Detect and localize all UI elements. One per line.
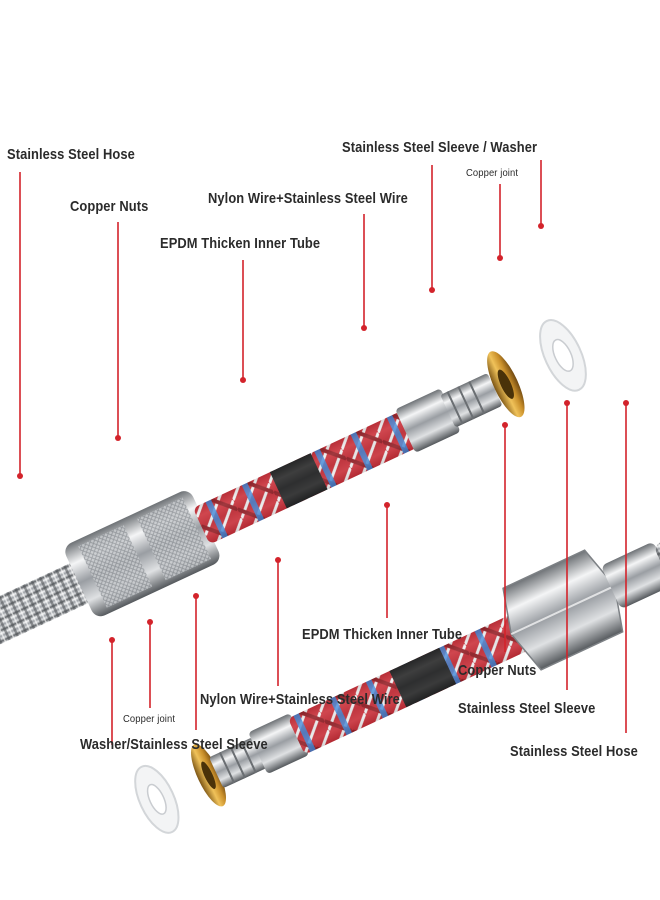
leader-dots: [17, 223, 629, 643]
label-epdm-top: EPDM Thicken Inner Tube: [160, 235, 321, 252]
label-nuts-top: Copper Nuts: [70, 198, 149, 215]
label-joint-bottom: Copper joint: [123, 713, 176, 725]
label-joint-top: Copper joint: [466, 167, 519, 179]
label-sleeve-bottom: Stainless Steel Sleeve: [458, 700, 596, 717]
label-nuts-bottom: Copper Nuts: [458, 662, 537, 679]
leader-lines: [19, 160, 627, 745]
label-hose-top: Stainless Steel Hose: [7, 146, 135, 163]
label-sleeve-washer-top: Stainless Steel Sleeve / Washer: [342, 139, 538, 156]
top-hose-assembly: [0, 319, 587, 662]
label-epdm-bottom: EPDM Thicken Inner Tube: [302, 626, 463, 643]
label-washer-sleeve-bottom: Washer/Stainless Steel Sleeve: [80, 736, 268, 753]
bottom-steel-sleeve: [602, 543, 660, 608]
top-steel-sleeve: [396, 389, 460, 452]
bottom-hose-assembly: [134, 489, 660, 834]
top-steel-hose: [0, 559, 100, 662]
label-hose-bottom: Stainless Steel Hose: [510, 743, 638, 760]
label-nylon-bottom: Nylon Wire+Stainless Steel Wire: [200, 691, 400, 708]
label-nylon-top: Nylon Wire+Stainless Steel Wire: [208, 190, 408, 207]
